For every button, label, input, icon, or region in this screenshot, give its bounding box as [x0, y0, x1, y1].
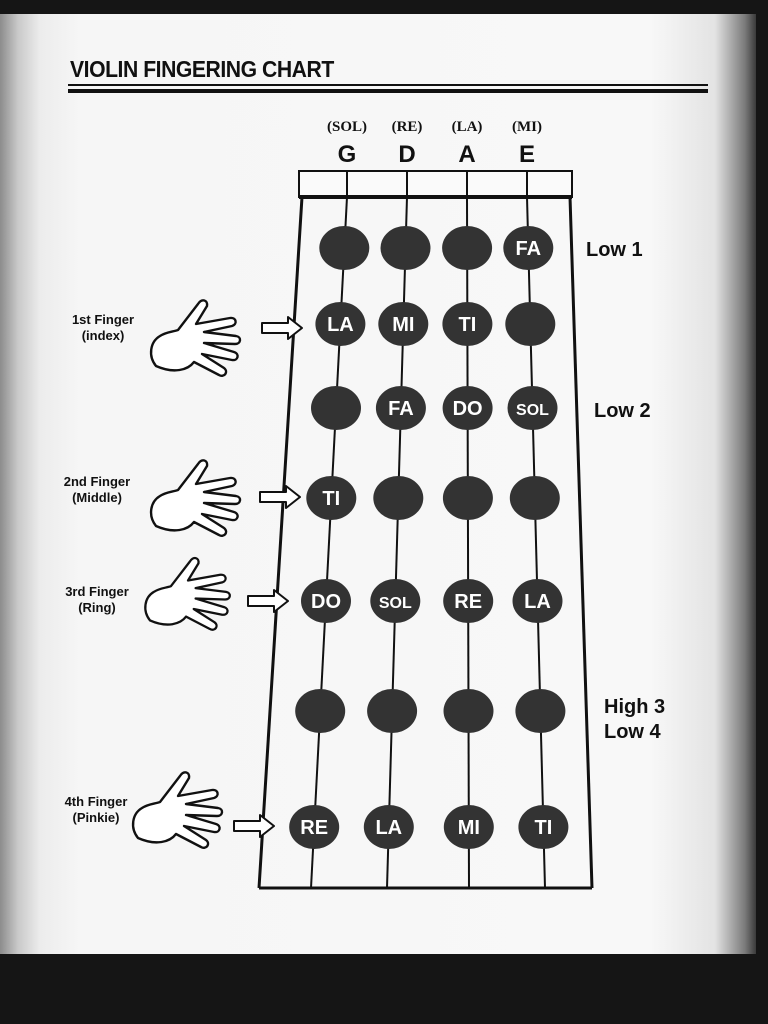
position-low4-label: Low 4: [604, 721, 661, 743]
hand-icon-3: [144, 556, 231, 631]
note-dot-row4-d: [373, 476, 424, 520]
title-rule: [68, 84, 708, 86]
note-label: TI: [322, 488, 340, 510]
note-label: TI: [459, 314, 477, 336]
arrow-icon-4: [233, 814, 275, 838]
finger-3-label: 3rd Finger (Ring): [42, 584, 152, 616]
string-d-name: D: [398, 141, 416, 168]
note-dot-row3-d: FA: [375, 386, 426, 430]
finger-1-name: 1st Finger: [71, 312, 135, 327]
note-dot-row7-a: MI: [443, 805, 494, 849]
arrow-icon-3: [247, 589, 289, 613]
string-g-name: G: [337, 141, 357, 168]
finger-2-label: 2nd Finger (Middle): [42, 474, 152, 506]
note-dot-row5-a: RE: [443, 579, 494, 623]
finger-3-desc: (Ring): [78, 600, 116, 615]
note-label: LA: [375, 817, 402, 839]
fingerboard-right-edge: [568, 196, 594, 889]
string-a-name: A: [458, 141, 476, 168]
position-low1-label: Low 1: [586, 239, 643, 261]
note-dot-row7-g: RE: [289, 805, 340, 849]
string-a: [466, 196, 470, 889]
note-label: SOL: [379, 595, 412, 612]
note-dot-row7-d: LA: [363, 805, 414, 849]
finger-2-desc: (Middle): [72, 490, 122, 505]
string-a-solfege: (LA): [451, 119, 483, 135]
note-dot-row5-d: SOL: [370, 579, 421, 623]
finger-4-label: 4th Finger (Pinkie): [41, 794, 151, 826]
string-g: [310, 196, 348, 889]
hand-icon-4: [131, 771, 224, 850]
finger-4-name: 4th Finger: [64, 794, 128, 809]
string-d: [386, 196, 408, 889]
finger-1-label: 1st Finger (index): [48, 312, 158, 344]
note-dot-row4-e: [509, 476, 560, 520]
note-label: MI: [458, 817, 480, 839]
hand-icon-2: [149, 459, 242, 538]
note-dot-row3-a: DO: [442, 386, 493, 430]
note-label: TI: [535, 817, 553, 839]
notes-layer: FA LA MI TI FA DO SOL TI DO SOL RE LA RE LA MI TI: [289, 226, 569, 849]
title-rule-thick: [68, 89, 708, 93]
note-label: FA: [516, 238, 542, 260]
note-dot-row1-e: FA: [503, 226, 554, 270]
note-label: RE: [300, 817, 328, 839]
note-label: LA: [327, 314, 354, 336]
note-dot-row6-a: [443, 689, 494, 733]
note-dot-row1-g: [319, 226, 370, 270]
note-dot-row4-g: TI: [306, 476, 357, 520]
note-dot-row3-e: SOL: [507, 386, 558, 430]
note-label: RE: [454, 591, 482, 613]
note-label: LA: [524, 591, 551, 613]
note-label: SOL: [516, 402, 549, 419]
string-e: [526, 196, 546, 889]
note-dot-row2-g: LA: [315, 302, 366, 346]
note-dot-row2-d: MI: [378, 302, 429, 346]
string-d-solfege: (RE): [391, 119, 423, 135]
note-label: MI: [392, 314, 414, 336]
string-e-solfege: (MI): [512, 119, 542, 135]
note-dot-row4-a: [442, 476, 493, 520]
note-dot-row6-d: [367, 689, 418, 733]
page-title: VIOLIN FINGERING CHART: [70, 56, 334, 82]
note-dot-row1-a: [442, 226, 493, 270]
note-dot-row7-e: TI: [518, 805, 569, 849]
finger-1-desc: (index): [81, 328, 125, 343]
note-dot-row2-e: [505, 302, 556, 346]
position-high3-label: High 3: [604, 696, 666, 718]
hand-icon-1: [149, 299, 242, 378]
note-dot-row5-e: LA: [512, 579, 563, 623]
note-dot-row6-g: [295, 689, 346, 733]
position-low2-label: Low 2: [594, 400, 651, 422]
note-dot-row6-e: [515, 689, 566, 733]
string-g-solfege: (SOL): [326, 119, 367, 135]
note-dot-row3-g: [311, 386, 361, 430]
arrow-icon-1: [261, 316, 303, 340]
finger-2-name: 2nd Finger: [63, 474, 131, 489]
arrow-icon-2: [259, 485, 301, 509]
note-label: DO: [453, 398, 483, 420]
finger-3-name: 3rd Finger: [65, 584, 129, 599]
fingerboard-left-edge: [257, 196, 304, 889]
note-label: FA: [388, 398, 414, 420]
note-dot-row2-a: TI: [442, 302, 493, 346]
nut-box: [298, 170, 573, 198]
note-dot-row5-g: DO: [301, 579, 351, 623]
note-label: DO: [311, 591, 341, 613]
finger-4-desc: (Pinkie): [72, 810, 120, 825]
string-e-name: E: [518, 141, 535, 168]
note-dot-row1-d: [380, 226, 431, 270]
